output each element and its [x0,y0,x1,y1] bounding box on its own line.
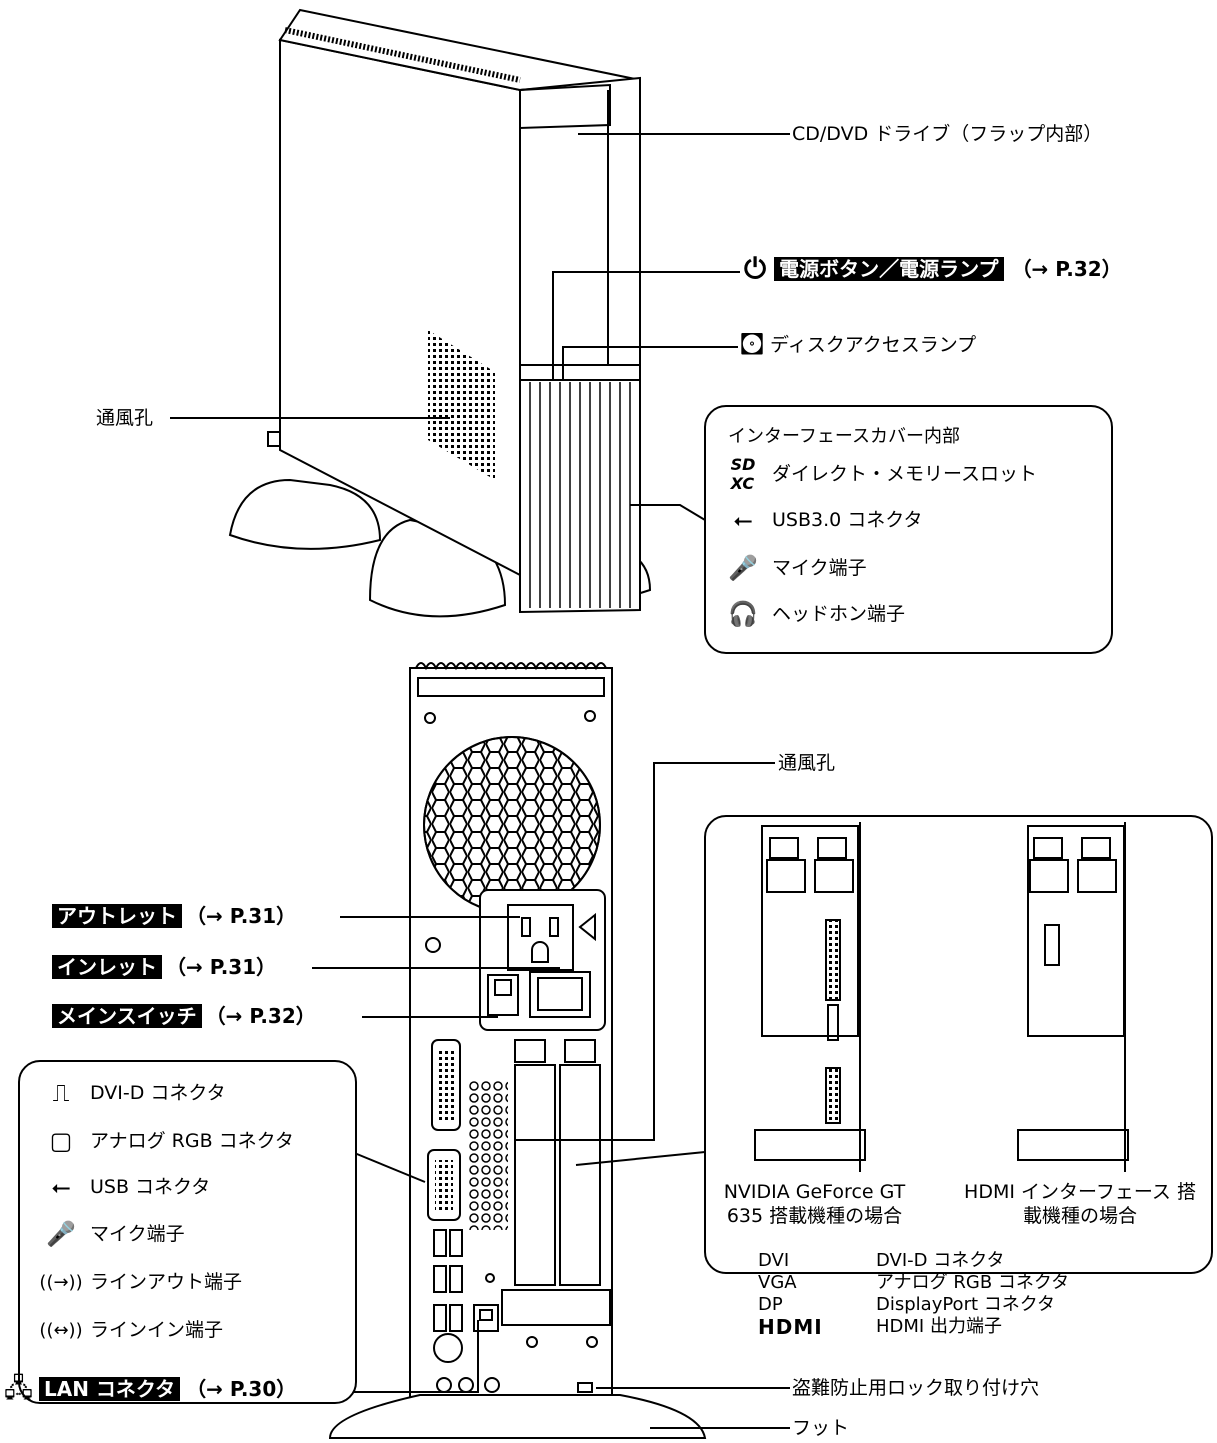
card1-illustration [754,822,866,1172]
power-ref: （→ P.32） [1011,257,1122,281]
usb-icon: ⭠ [51,1173,71,1201]
iface-row-usb: ⭠ USB3.0 コネクタ [726,505,923,535]
lan-callout: 🖧 LAN コネクタ （→ P.30） [4,1374,297,1404]
dvi-icon: ⎍ [52,1079,70,1107]
rear-item-label: マイク端子 [90,1223,185,1245]
iface-item-label: ヘッドホン端子 [772,603,906,625]
card1-caption: NVIDIA GeForce GT 635 搭載機種の場合 [723,1181,906,1227]
usb-icon: ⭠ [733,506,753,534]
back-leaders [312,762,790,1429]
lock-hole-label: 盗難防止用ロック取り付け穴 [792,1377,1040,1399]
power-label: 電源ボタン／電源ランプ [774,257,1004,281]
main-switch-callout: メインスイッチ （→ P.32） [52,1004,316,1028]
outlet-label: アウトレット [52,904,182,928]
iface-title: インターフェースカバー内部 [728,426,961,447]
rear-ports-box: ⎍ DVI-D コネクタ ▢ アナログ RGB コネクタ ⭠ USB コネクタ … [18,1060,357,1404]
line-out-icon: ((→)) [39,1271,83,1293]
outlet-ref: （→ P.31） [186,904,297,928]
iface-item-label: USB3.0 コネクタ [772,509,923,531]
lan-label: LAN コネクタ [39,1377,181,1401]
front-vent-label: 通風孔 [96,407,154,429]
rear-item-label: ラインイン端子 [90,1319,224,1341]
main-switch-label: メインスイッチ [52,1004,202,1028]
disk-lamp-callout: 🖸 ディスクアクセスランプ [740,330,977,360]
iface-item-label: マイク端子 [772,557,867,579]
rear-row-line-out: ((→)) ラインアウト端子 [39,1267,243,1297]
iface-row-mic: 🎤 マイク端子 [726,553,867,583]
rear-row-mic: 🎤 マイク端子 [44,1219,185,1249]
lan-icon: 🖧 [4,1374,33,1404]
rear-item-label: DVI-D コネクタ [90,1082,226,1104]
rear-row-line-in: ((↔)) ラインイン端子 [39,1315,224,1345]
rear-item-label: アナログ RGB コネクタ [90,1130,294,1152]
main-switch-ref: （→ P.32） [205,1004,316,1028]
rear-row-dvi: ⎍ DVI-D コネクタ [44,1078,226,1108]
back-vent-label: 通風孔 [778,752,836,774]
hdmi-logo: HDMI [758,1315,823,1339]
cd-dvd-label: CD/DVD ドライブ（フラップ内部） [792,123,1103,145]
lan-ref: （→ P.30） [186,1377,297,1401]
disk-lamp-label: ディスクアクセスランプ [770,334,977,356]
iface-item-label: ダイレクト・メモリースロット [772,463,1038,485]
disk-icon: 🖸 [740,330,765,360]
inlet-callout: インレット （→ P.31） [52,955,276,979]
rear-row-vga: ▢ アナログ RGB コネクタ [44,1126,294,1156]
power-callout: ⏻ 電源ボタン／電源ランプ （→ P.32） [744,252,1122,285]
card2-illustration [1017,822,1129,1172]
foot-label: フット [792,1417,850,1439]
front-leaders [170,133,790,521]
headphone-icon: 🎧 [728,600,758,628]
front-view [228,8,652,618]
outlet-callout: アウトレット （→ P.31） [52,904,296,928]
line-in-icon: ((↔)) [39,1319,83,1341]
back-view [328,662,707,1439]
graphics-card-box [704,815,1213,1274]
iface-row-headphone: 🎧 ヘッドホン端子 [726,599,905,629]
microphone-icon: 🎤 [46,1220,76,1248]
card2-caption: HDMI インターフェース 搭載機種の場合 [964,1181,1196,1227]
inlet-ref: （→ P.31） [166,955,277,979]
microphone-icon: 🎤 [728,554,758,582]
power-icon: ⏻ [744,252,767,285]
vga-icon: ▢ [49,1127,73,1155]
rear-row-usb: ⭠ USB コネクタ [44,1172,210,1202]
rear-item-label: USB コネクタ [90,1176,211,1198]
inlet-label: インレット [52,955,162,979]
rear-item-label: ラインアウト端子 [90,1271,243,1293]
